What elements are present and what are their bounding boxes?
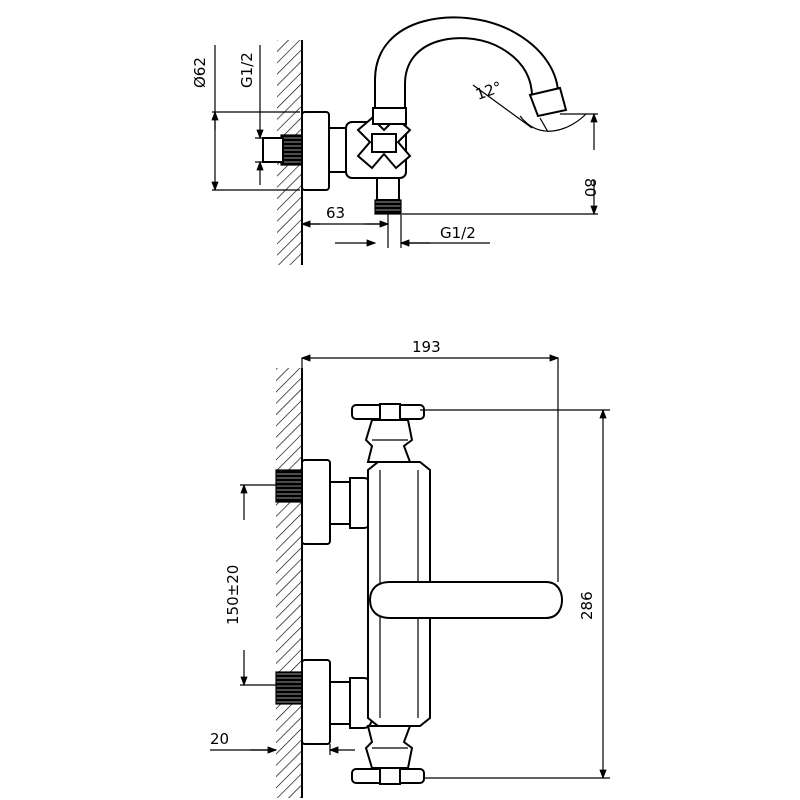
- wall-front: [276, 368, 303, 798]
- bottom-handle-front: [351, 725, 425, 785]
- dim-thread-outlet: G1/2: [440, 224, 476, 242]
- dim-diameter: Ø62: [191, 57, 209, 88]
- front-view: 193 150±20 286 20: [210, 338, 610, 798]
- top-handle-front: [351, 403, 425, 463]
- dim-width: 193: [412, 338, 441, 356]
- wall-flange-side: [301, 111, 330, 191]
- dim-centers: 150±20: [224, 565, 242, 625]
- dim-overall-height-lines: [420, 408, 610, 780]
- inlet-thread-side: [280, 134, 303, 166]
- dim-angle: 12°: [473, 78, 504, 104]
- dim-height-lines: [402, 112, 598, 216]
- dim-width-lines: [300, 354, 560, 582]
- spout-base-side: [372, 107, 407, 125]
- outlet-thread-side: [374, 199, 402, 215]
- side-view: 12° Ø62 G1/2 80: [191, 16, 599, 265]
- dim-depth: 63: [326, 204, 345, 222]
- spout-side: [374, 16, 587, 133]
- dim-thread-outlet-lines: [335, 214, 490, 248]
- cross-handle-side: [356, 116, 412, 170]
- spout-front: [368, 581, 564, 619]
- dim-overall-height: 286: [578, 591, 596, 620]
- connector-side: [328, 127, 347, 173]
- dim-wall-offset: 20: [210, 730, 229, 748]
- dim-height: 80: [581, 178, 599, 197]
- inlet-pipe-side: [262, 137, 284, 163]
- dim-wall-offset-lines: [210, 744, 355, 755]
- outlet-body-side: [376, 177, 400, 201]
- dim-diameter-lines: [211, 45, 300, 192]
- upper-inlet: [275, 459, 376, 545]
- dim-centers-lines: [240, 483, 302, 687]
- dim-depth-lines: [300, 214, 390, 248]
- dim-thread-inlet-lines: [255, 45, 283, 185]
- angle-line: [472, 84, 533, 129]
- dim-thread-inlet: G1/2: [238, 52, 256, 88]
